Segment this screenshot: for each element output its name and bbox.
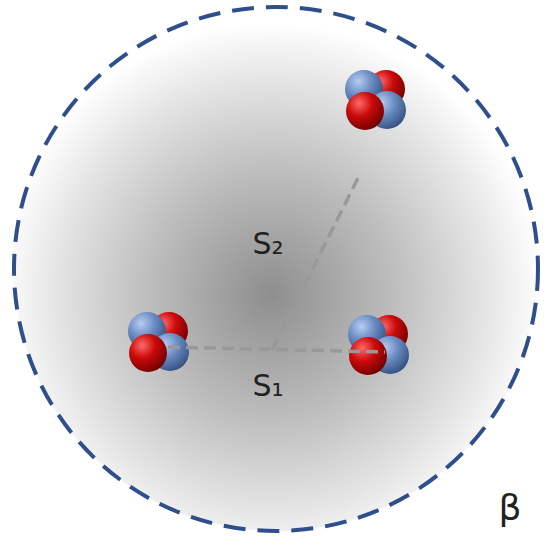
alpha-cluster bbox=[128, 312, 189, 372]
temperature-label: β bbox=[499, 490, 522, 526]
distance-line bbox=[168, 347, 385, 352]
distance-label: S₂ bbox=[252, 229, 283, 259]
alpha-cluster bbox=[348, 315, 409, 375]
nucleus-cloud bbox=[14, 7, 538, 531]
boundary-circle bbox=[14, 7, 538, 531]
distance-line bbox=[272, 178, 358, 350]
distance-label: S₁ bbox=[252, 371, 283, 401]
alpha-cluster bbox=[345, 70, 406, 130]
